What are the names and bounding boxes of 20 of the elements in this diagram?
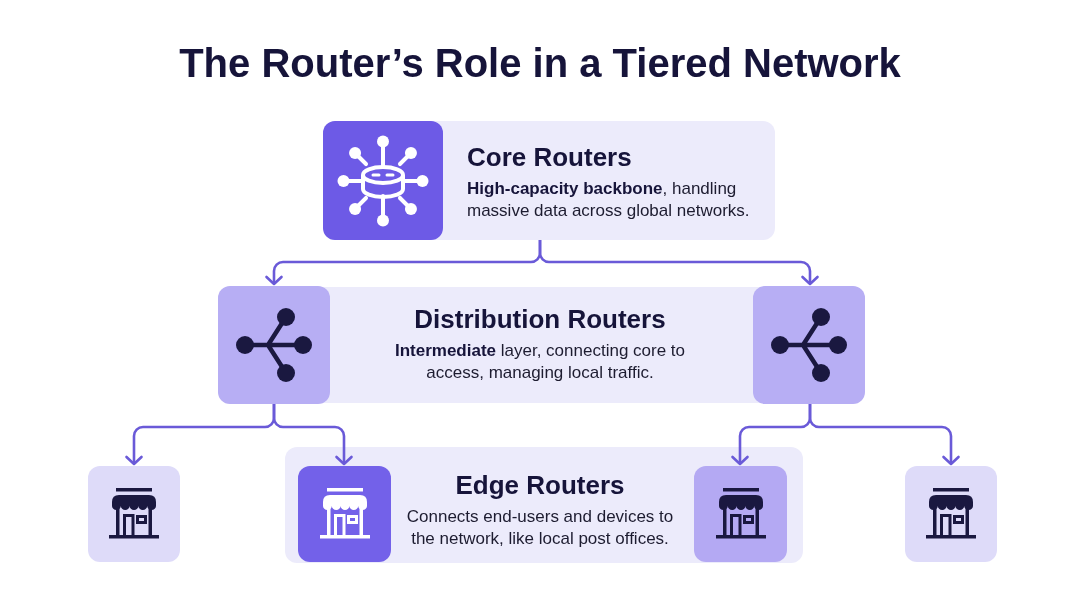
icon-tile: [753, 286, 865, 404]
tier-description: Connects end-users and devices to the network, like local post offices.: [405, 506, 675, 550]
tier-panel: [323, 121, 775, 240]
icon-tile: [298, 466, 391, 562]
arrow: [538, 240, 819, 286]
tier-heading: Distribution Routers: [413, 304, 667, 334]
tier-description: Intermediate layer, connecting core to access, managing local traffic.: [393, 340, 687, 384]
diagram-title: The Router’s Role in a Tiered Network: [178, 40, 902, 87]
icon-tile: [218, 286, 330, 404]
icon-tile: [323, 121, 443, 240]
tier-description: High-capacity backbone, handling massive data across global networks.: [467, 178, 751, 222]
icon-tile: [905, 466, 997, 562]
arrow: [272, 404, 353, 466]
icon-tile: [88, 466, 180, 562]
tier-heading: Core Routers: [467, 142, 633, 172]
tier-heading: Edge Routers: [454, 470, 626, 500]
arrow: [808, 404, 960, 466]
tier-panel: [218, 287, 865, 403]
icon-tile: [694, 466, 787, 562]
tier-panel: [285, 447, 803, 563]
